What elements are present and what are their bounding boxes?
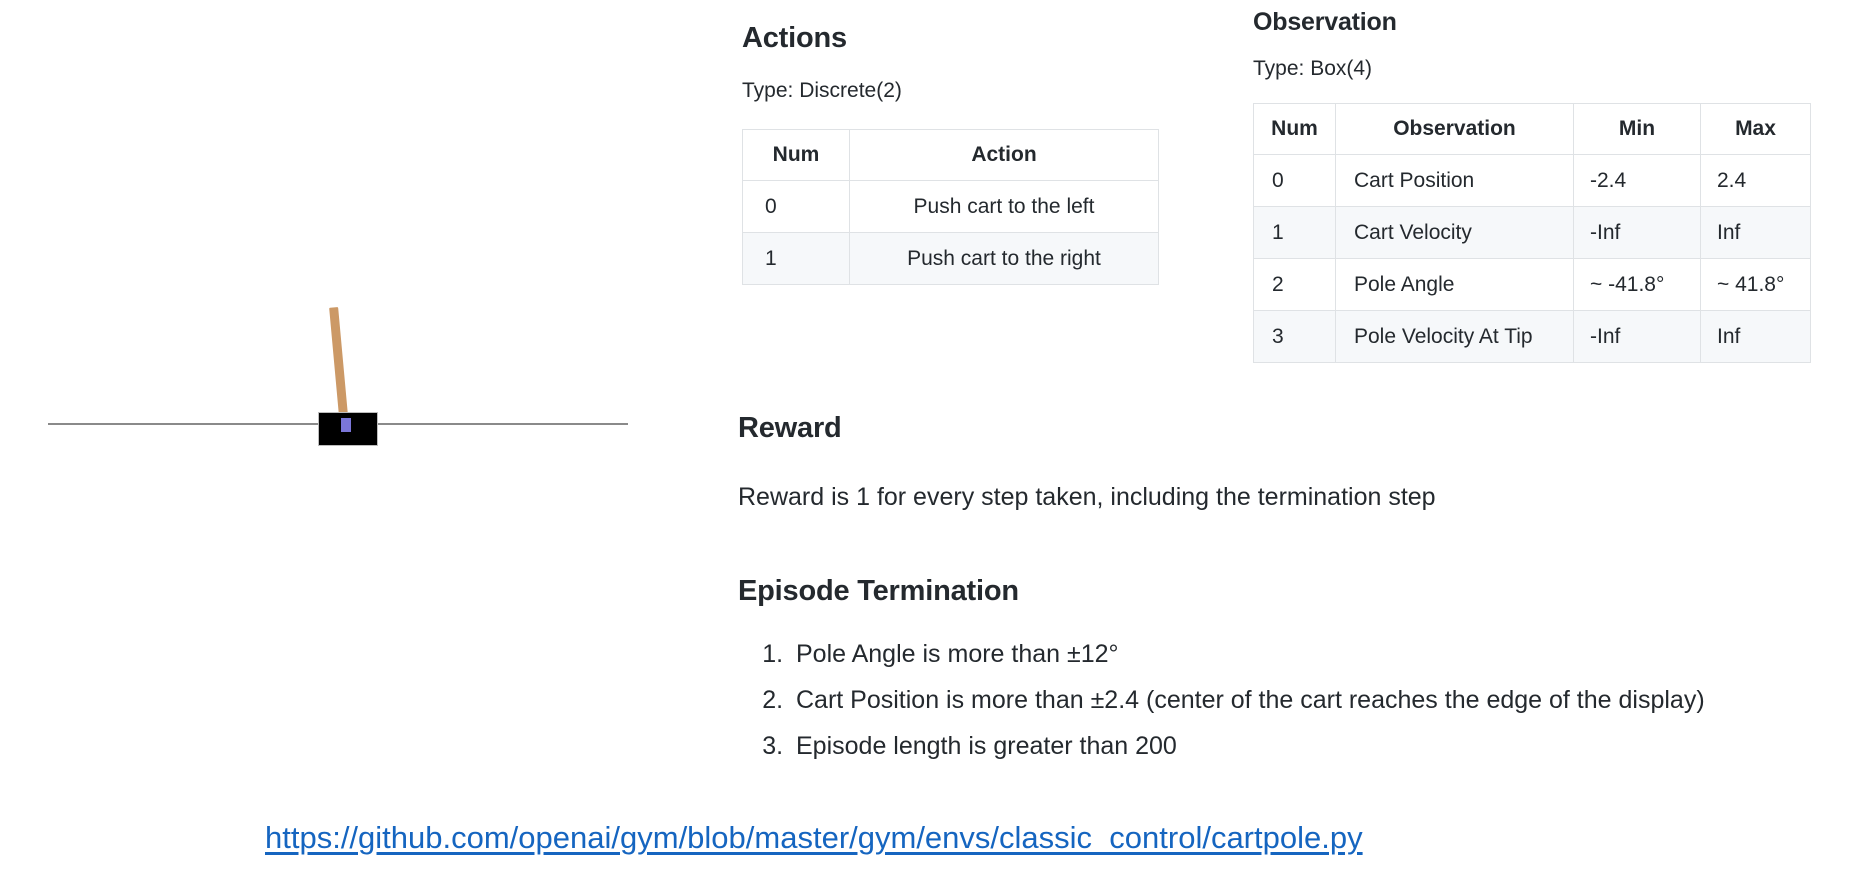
table-row: 3 Pole Velocity At Tip -Inf Inf bbox=[1253, 310, 1811, 363]
table-header-row: Num Observation Min Max bbox=[1253, 103, 1811, 155]
actions-col-num: Num bbox=[742, 129, 850, 181]
actions-cell-action: Push cart to the right bbox=[849, 232, 1159, 285]
reward-section: Reward Reward is 1 for every step taken,… bbox=[738, 412, 1436, 512]
episode-termination-heading: Episode Termination bbox=[738, 575, 1019, 607]
source-url-link[interactable]: https://github.com/openai/gym/blob/maste… bbox=[265, 820, 1363, 855]
actions-section: Actions Type: Discrete(2) Num Action 0 P… bbox=[742, 22, 1159, 285]
observation-cell-name: Cart Velocity bbox=[1335, 206, 1574, 259]
observation-col-num: Num bbox=[1253, 103, 1336, 155]
table-row: 1 Cart Velocity -Inf Inf bbox=[1253, 206, 1811, 259]
actions-cell-num: 1 bbox=[742, 232, 850, 285]
observation-section: Observation Type: Box(4) Num Observation… bbox=[1253, 8, 1811, 363]
observation-cell-num: 2 bbox=[1253, 258, 1336, 311]
table-row: 2 Pole Angle ~ -41.8° ~ 41.8° bbox=[1253, 258, 1811, 311]
observation-cell-num: 0 bbox=[1253, 154, 1336, 207]
observation-cell-min: -2.4 bbox=[1573, 154, 1701, 207]
list-item: Cart Position is more than ±2.4 (center … bbox=[790, 686, 1705, 715]
actions-col-action: Action bbox=[849, 129, 1159, 181]
observation-cell-name: Pole Velocity At Tip bbox=[1335, 310, 1574, 363]
actions-type-label: Type: Discrete(2) bbox=[742, 79, 902, 102]
pole-icon bbox=[329, 307, 349, 428]
observation-cell-name: Pole Angle bbox=[1335, 258, 1574, 311]
reward-heading: Reward bbox=[738, 412, 842, 444]
pole-axle-icon bbox=[341, 418, 351, 432]
actions-cell-action: Push cart to the left bbox=[849, 180, 1159, 233]
reward-description: Reward is 1 for every step taken, includ… bbox=[738, 483, 1436, 511]
observation-cell-max: Inf bbox=[1700, 206, 1811, 259]
observation-type-label: Type: Box(4) bbox=[1253, 57, 1373, 80]
actions-table: Num Action 0 Push cart to the left 1 Pus… bbox=[742, 129, 1159, 285]
episode-termination-section: Episode Termination Pole Angle is more t… bbox=[738, 575, 1705, 761]
cartpole-illustration bbox=[0, 230, 700, 490]
observation-col-max: Max bbox=[1700, 103, 1811, 155]
table-row: 0 Push cart to the left bbox=[742, 180, 1159, 233]
observation-cell-num: 3 bbox=[1253, 310, 1336, 363]
list-item: Pole Angle is more than ±12° bbox=[790, 640, 1705, 669]
actions-heading: Actions bbox=[742, 22, 847, 54]
observation-cell-min: -Inf bbox=[1573, 206, 1701, 259]
actions-cell-num: 0 bbox=[742, 180, 850, 233]
table-row: 0 Cart Position -2.4 2.4 bbox=[1253, 154, 1811, 207]
observation-col-min: Min bbox=[1573, 103, 1701, 155]
observation-cell-max: 2.4 bbox=[1700, 154, 1811, 207]
table-row: 1 Push cart to the right bbox=[742, 232, 1159, 285]
observation-cell-min: -Inf bbox=[1573, 310, 1701, 363]
observation-cell-min: ~ -41.8° bbox=[1573, 258, 1701, 311]
observation-cell-max: Inf bbox=[1700, 310, 1811, 363]
observation-cell-max: ~ 41.8° bbox=[1700, 258, 1811, 311]
observation-col-observation: Observation bbox=[1335, 103, 1574, 155]
table-header-row: Num Action bbox=[742, 129, 1159, 181]
observation-heading: Observation bbox=[1253, 8, 1397, 36]
list-item: Episode length is greater than 200 bbox=[790, 732, 1705, 761]
observation-table: Num Observation Min Max 0 Cart Position … bbox=[1253, 103, 1811, 363]
observation-cell-name: Cart Position bbox=[1335, 154, 1574, 207]
termination-conditions-list: Pole Angle is more than ±12° Cart Positi… bbox=[738, 640, 1705, 761]
observation-cell-num: 1 bbox=[1253, 206, 1336, 259]
